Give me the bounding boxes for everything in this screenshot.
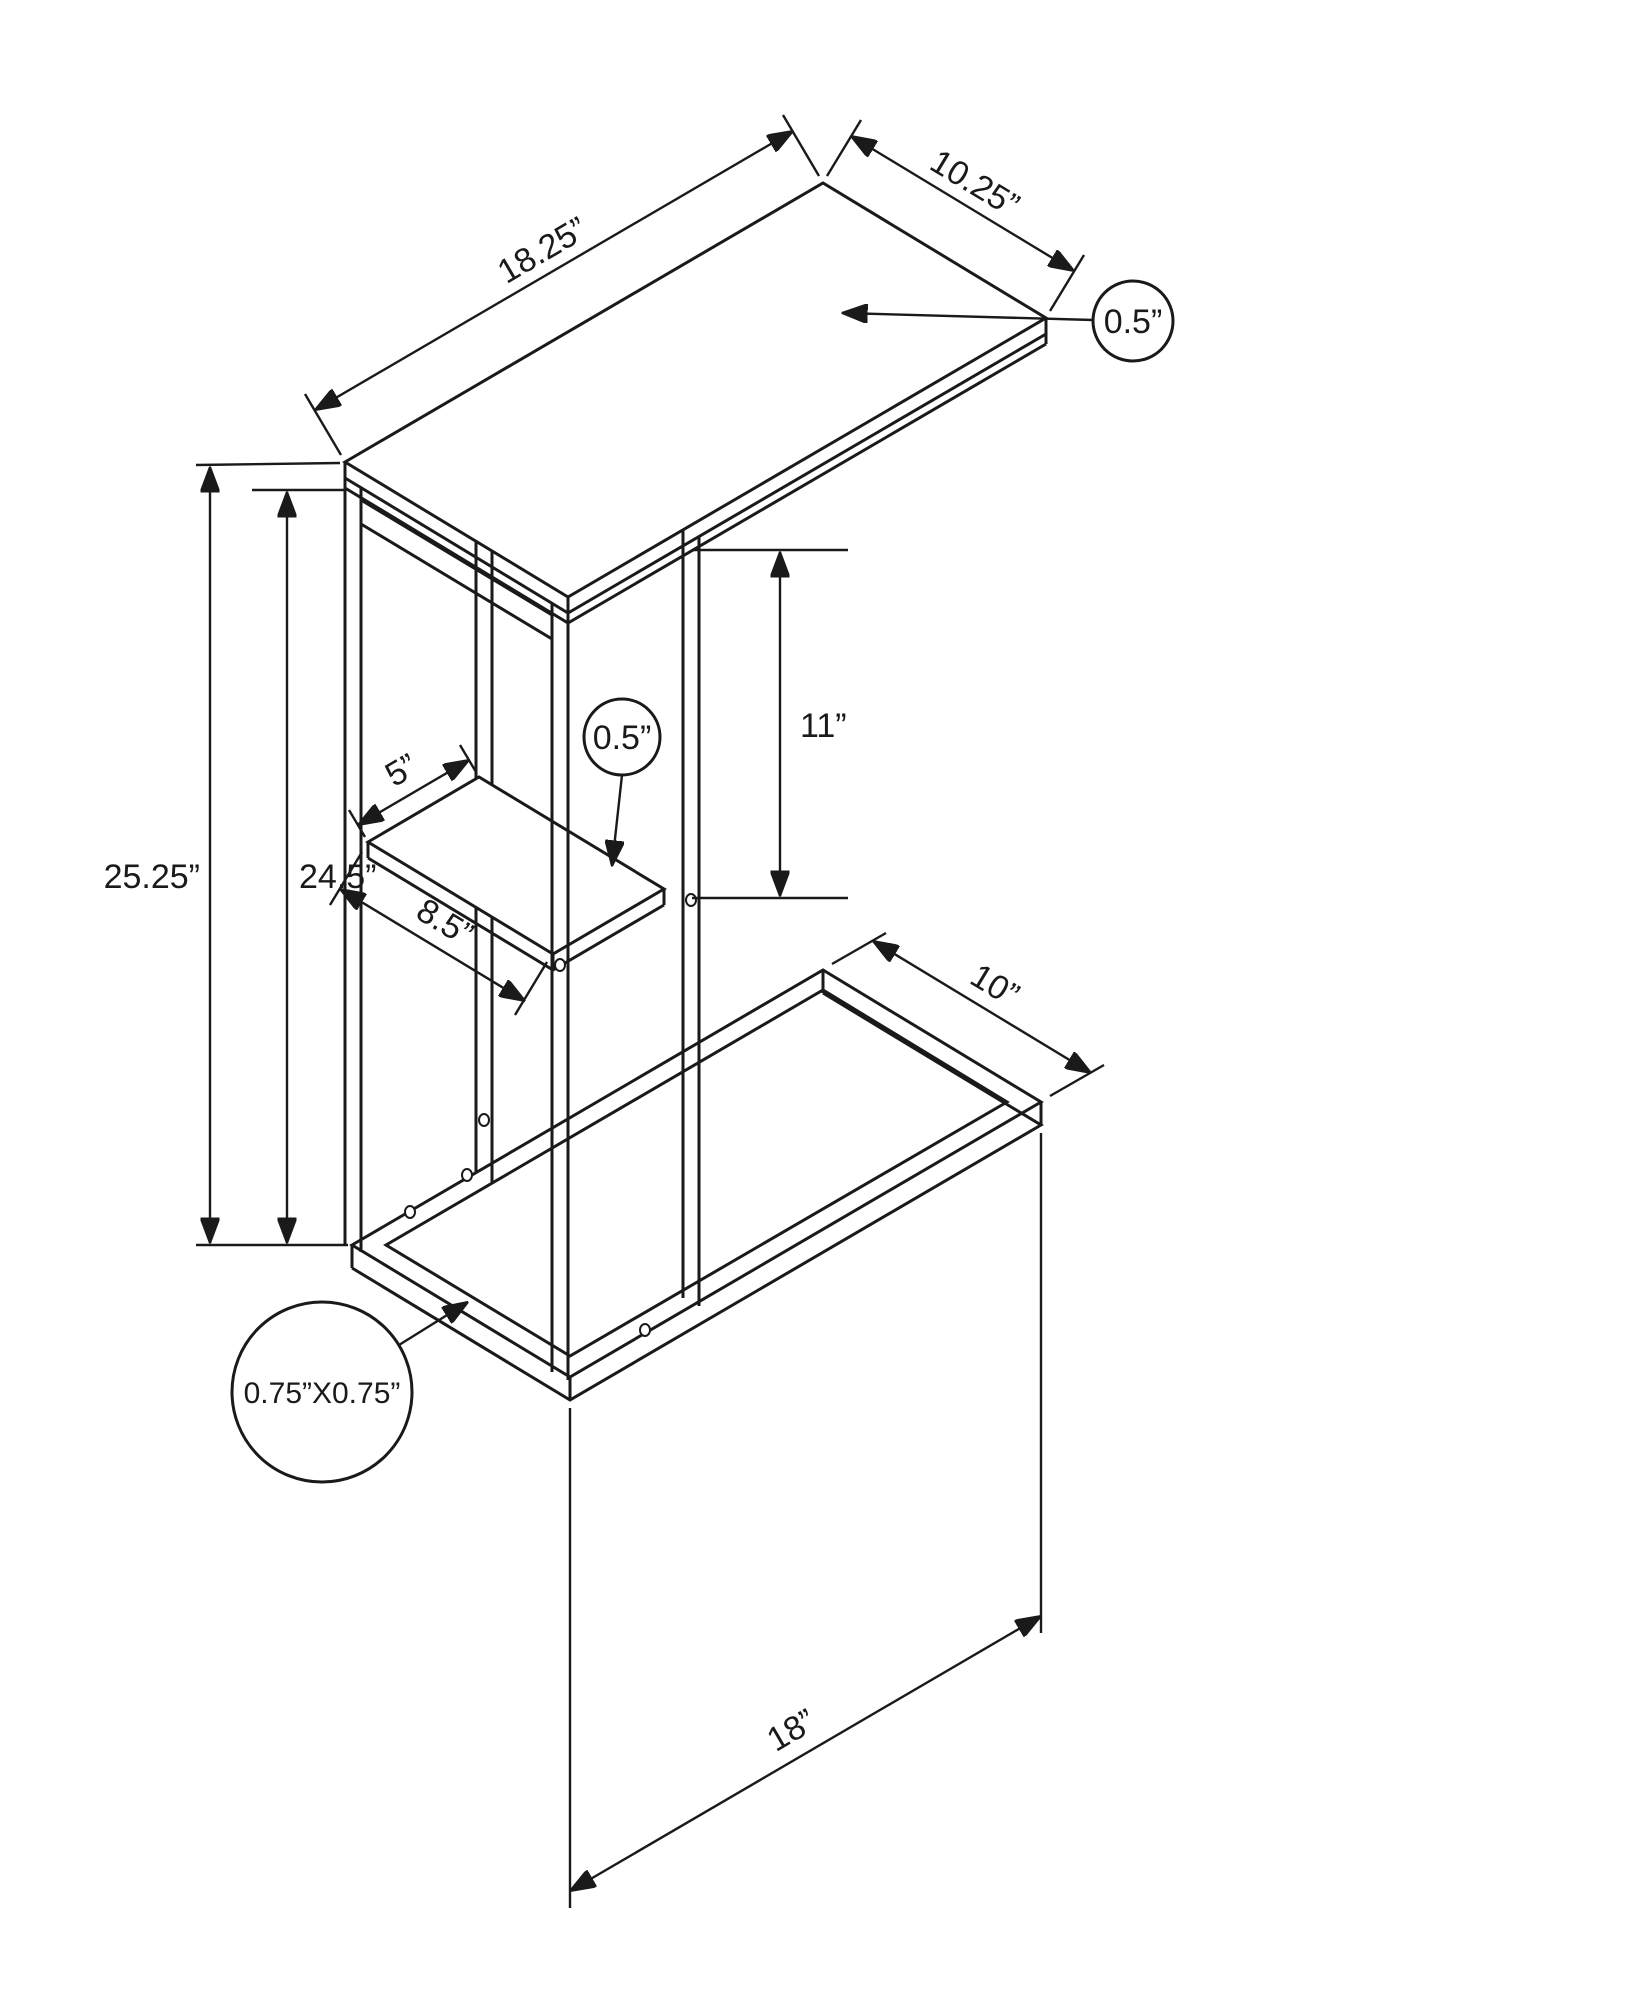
dim-label-top-thickness: 0.5” bbox=[1104, 303, 1163, 341]
dim-shelf-thickness: 0.5” bbox=[582, 697, 662, 866]
dim-label-top-to-shelf: 11” bbox=[800, 707, 847, 745]
dim-label-overall-height: 25.25” bbox=[104, 858, 200, 896]
dim-label-top-length: 18.25” bbox=[491, 210, 593, 291]
dim-label-shelf-width: 5” bbox=[379, 746, 424, 794]
tube-size-callout-circle bbox=[230, 1300, 414, 1484]
front-legs bbox=[550, 526, 701, 1380]
dim-label-top-depth: 10.25” bbox=[924, 142, 1026, 224]
dim-tube-size: 0.75”X0.75” bbox=[230, 1300, 468, 1484]
dim-label-shelf-thickness: 0.5” bbox=[593, 719, 652, 757]
dim-top-thickness: 0.5” bbox=[842, 279, 1175, 363]
dim-overall-height: 25.25” bbox=[104, 461, 348, 1247]
dim-label-tube-size: 0.75”X0.75” bbox=[244, 1377, 401, 1410]
dim-frame-height: 24.5” bbox=[252, 488, 377, 1243]
table-top bbox=[342, 181, 1049, 625]
top-thickness-callout-circle bbox=[1091, 279, 1175, 363]
dim-label-base-depth: 10” bbox=[964, 957, 1026, 1015]
base-frame bbox=[349, 968, 1044, 1402]
dim-label-base-length: 18” bbox=[761, 1702, 823, 1760]
screw-holes bbox=[404, 893, 697, 1337]
dim-top-to-shelf: 11” bbox=[692, 548, 848, 900]
